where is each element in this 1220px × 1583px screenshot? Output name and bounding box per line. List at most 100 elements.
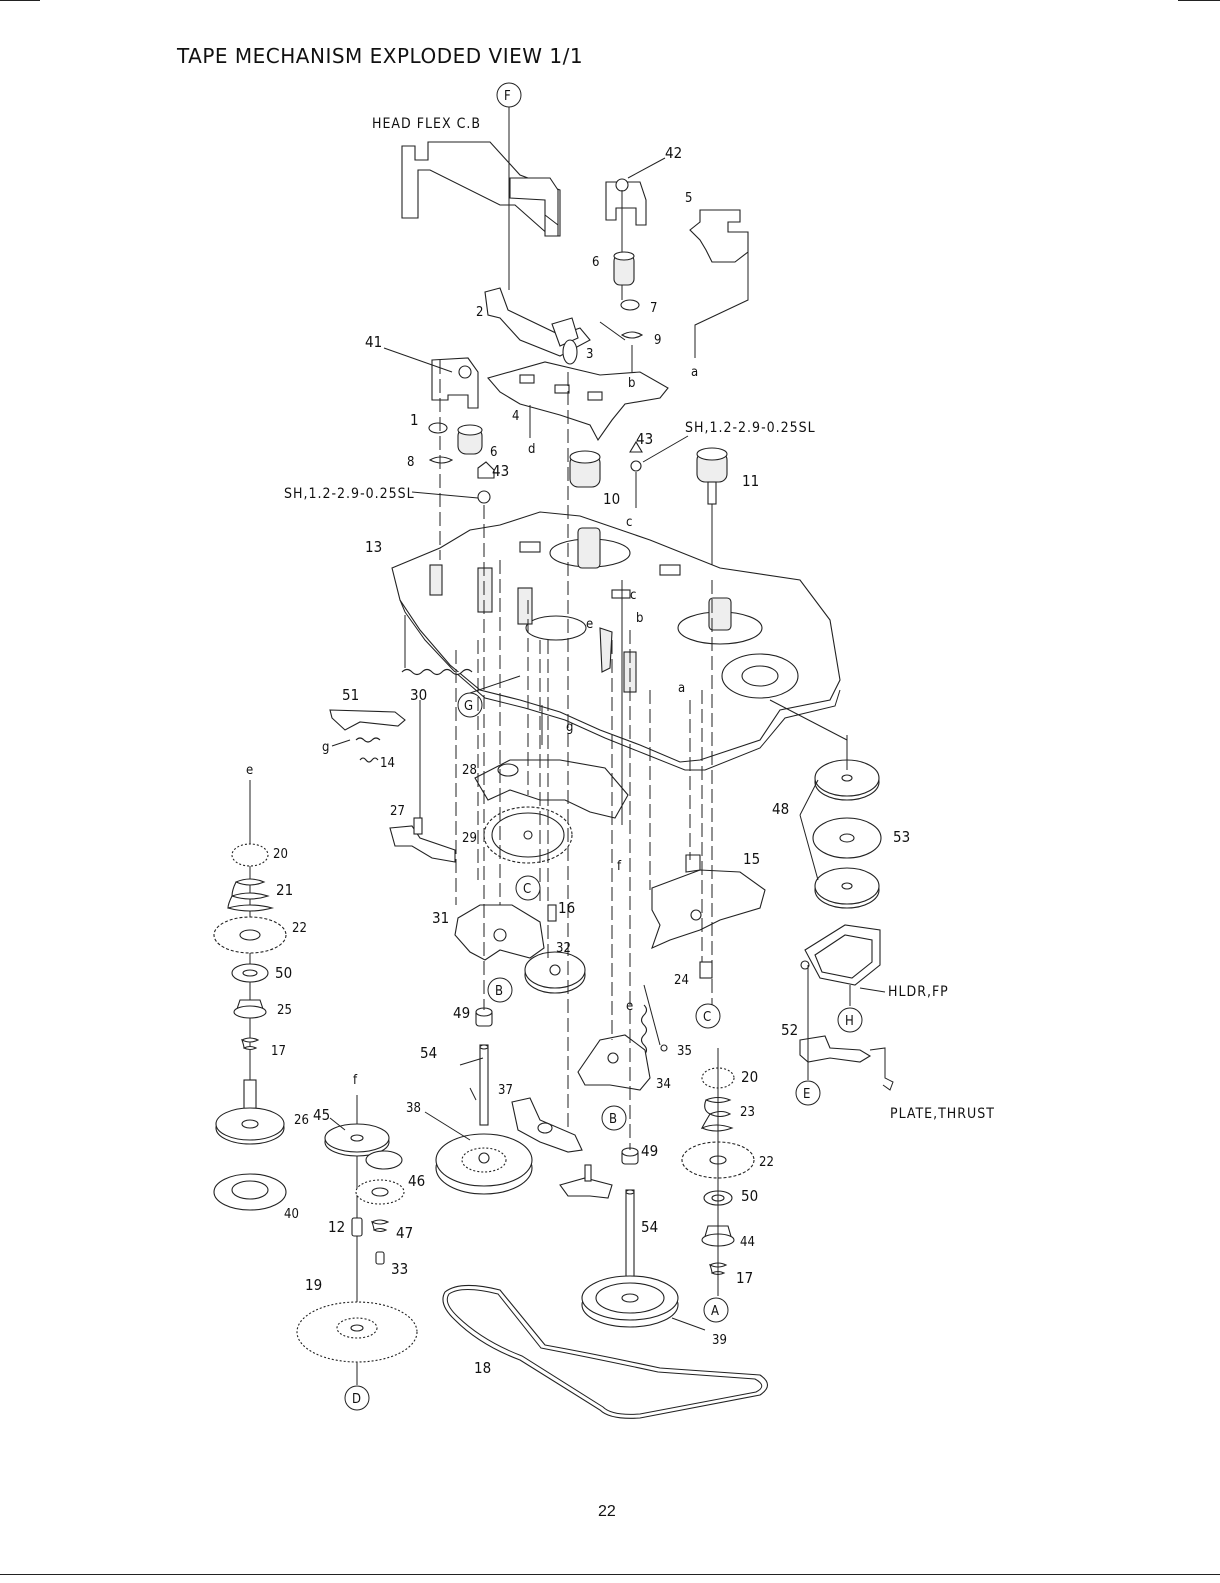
part-label: 50 [741, 1187, 758, 1205]
spring-30 [401, 615, 473, 676]
ref-circle-a [703, 1297, 729, 1323]
bottom-rule [0, 1574, 1220, 1575]
part-label: 10 [603, 490, 620, 508]
mark-b: b [628, 376, 635, 391]
part-number-labels: 42 5 6 7 9 2 3 41 1 4 8 6 43 43 10 11 13… [271, 144, 910, 1377]
part-label: 40 [284, 1207, 299, 1222]
mark-e-lower: e [626, 999, 633, 1014]
mark-g-chassis: g [566, 720, 573, 735]
capstan-10 [569, 450, 601, 488]
part-label: 52 [781, 1021, 798, 1039]
mark-e: e [246, 763, 253, 778]
part-label: 41 [365, 333, 382, 351]
part-label: 9 [654, 333, 661, 348]
part-label: 22 [292, 921, 307, 936]
ref-a-label: A [711, 1304, 719, 1319]
mark-c: c [626, 515, 632, 530]
pin-16 [547, 904, 557, 922]
ref-circle-h [837, 1007, 863, 1033]
ref-b-right-label: B [609, 1112, 617, 1127]
part-label: 18 [474, 1359, 491, 1377]
part-label: 32 [556, 941, 571, 956]
part-label: 35 [677, 1044, 692, 1059]
part-label: 17 [736, 1269, 753, 1287]
ref-circle-b-right [601, 1105, 627, 1131]
part-label: 11 [742, 472, 759, 490]
part-label: 29 [462, 831, 477, 846]
gear-stack-right [681, 1048, 755, 1296]
hldr-fp-label: HLDR,FP [888, 984, 949, 1000]
sh-label-left: SH,1.2-2.9-0.25SL [284, 486, 415, 502]
part-label: 54 [641, 1218, 658, 1236]
part-label: 39 [712, 1333, 727, 1348]
lever-36 [559, 1164, 613, 1199]
part-label: 7 [650, 301, 657, 316]
gear-stack-left [213, 780, 287, 1211]
part-label: 37 [498, 1083, 513, 1098]
mark-a-chassis: a [678, 681, 685, 696]
pinch-roller-arm-42 [599, 178, 647, 372]
part-label: 49 [453, 1004, 470, 1022]
part-label: 25 [277, 1003, 292, 1018]
part-label: 5 [685, 191, 692, 206]
part-label: 31 [432, 909, 449, 927]
lever-51 [329, 709, 406, 763]
pulley-32 [524, 951, 586, 994]
part-label: 28 [462, 763, 477, 778]
part-label: 13 [365, 538, 382, 556]
mark-a: a [691, 365, 698, 380]
pinch-roller-arm-41 [428, 357, 495, 504]
lever-37 [511, 1097, 583, 1153]
part-label: 53 [893, 828, 910, 846]
mark-f-lower: f [353, 1073, 358, 1088]
washer-43-right [629, 440, 643, 508]
top-rule-left [0, 0, 40, 1]
part-label: 4 [512, 409, 519, 424]
ref-c-right-label: C [703, 1010, 711, 1025]
holder-fp [800, 924, 886, 1006]
part-label: 15 [743, 850, 760, 868]
part-label: 54 [420, 1044, 437, 1062]
belt-18 [442, 1284, 769, 1419]
part-label: 20 [273, 847, 288, 862]
flywheel-39 [581, 1275, 679, 1328]
spring-plate-5 [689, 209, 749, 358]
flywheel-38 [435, 1133, 533, 1195]
cam-plate-34 [577, 1034, 651, 1091]
mark-g: g [322, 740, 329, 755]
part-label: 6 [592, 255, 599, 270]
ref-d-label: D [352, 1392, 361, 1407]
part-label: 50 [275, 964, 292, 982]
capstan-11 [696, 447, 728, 575]
part-label: 14 [380, 756, 395, 771]
part-label: 49 [641, 1142, 658, 1160]
top-rule-right [1178, 0, 1220, 1]
part-label: 47 [396, 1224, 413, 1242]
spring-35 [640, 984, 668, 1056]
gear-group-lower-left [296, 1095, 418, 1385]
page-number: 22 [598, 1503, 616, 1520]
part-label: 42 [665, 144, 682, 162]
ref-g-label: G [464, 699, 473, 714]
part-label: 27 [390, 804, 405, 819]
ref-circle-c-right [695, 1003, 721, 1029]
bushing-49-left [475, 1007, 493, 1027]
part-label: 51 [342, 686, 359, 704]
part-label: 26 [294, 1113, 309, 1128]
pin-24 [699, 961, 713, 979]
reel-discs-48-53 [769, 699, 882, 909]
part-label: 33 [391, 1260, 408, 1278]
shaft-54-right [625, 1189, 635, 1287]
mark-c-chassis: c [630, 588, 636, 603]
ref-circle-d [344, 1385, 370, 1411]
main-chassis-13 [391, 511, 841, 771]
sh-label-right: SH,1.2-2.9-0.25SL [685, 420, 816, 436]
part-label: 22 [759, 1155, 774, 1170]
lever-plate-2 [484, 287, 591, 365]
part-label: 19 [305, 1276, 322, 1294]
part-label: 20 [741, 1068, 758, 1086]
part-label: 1 [410, 411, 419, 429]
part-label: 30 [410, 686, 427, 704]
assembly-guide-lines [439, 360, 713, 1150]
